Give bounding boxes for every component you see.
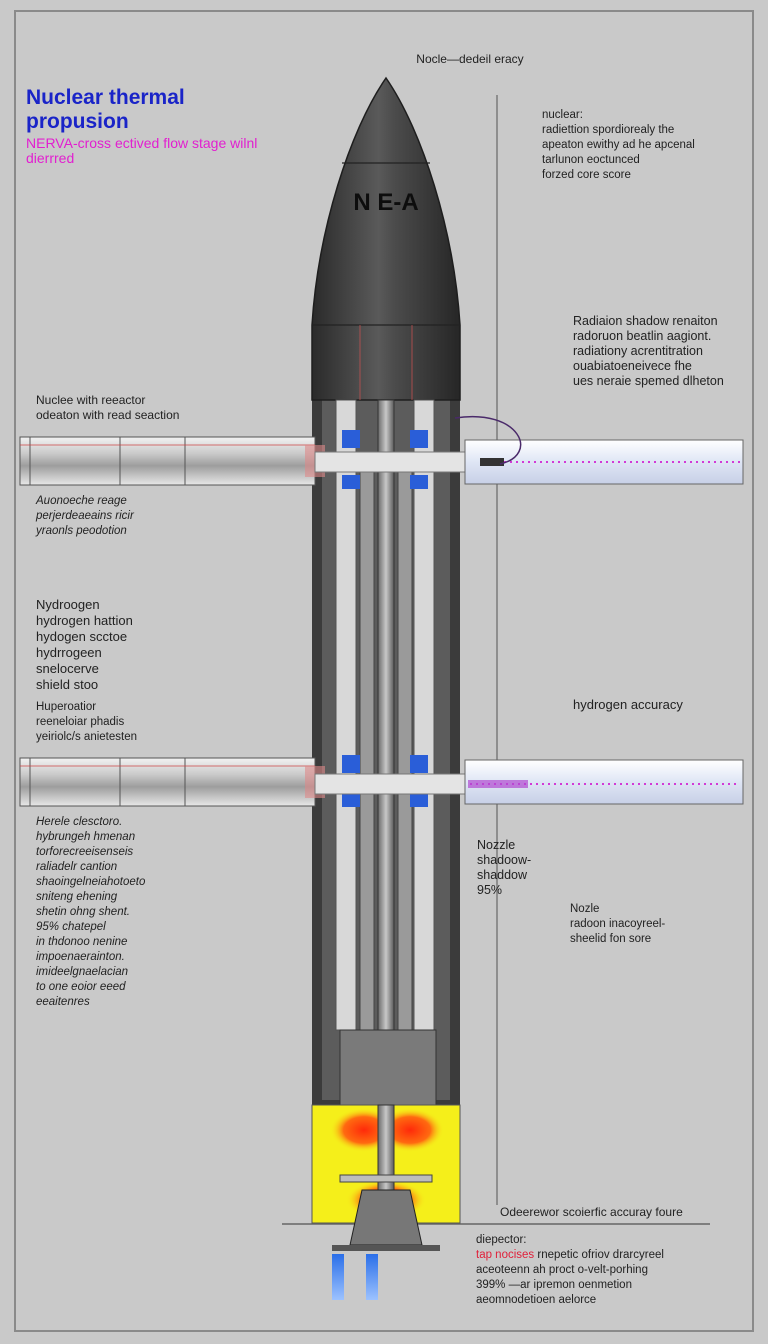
fitting bbox=[410, 430, 428, 448]
sensor bbox=[480, 458, 504, 466]
annotation-hydrogen: Nydroogen hydrogen hattion hydogen sccto… bbox=[36, 597, 133, 692]
annotation-hydrogen-accuracy: hydrogen accuracy bbox=[573, 697, 683, 712]
pipe-through bbox=[314, 773, 476, 795]
pump-housing bbox=[339, 1029, 437, 1106]
fitting bbox=[410, 475, 428, 489]
injector-plate bbox=[339, 1174, 433, 1183]
footer-highlight: tap nocises bbox=[476, 1249, 535, 1261]
fuel-element bbox=[397, 469, 413, 1031]
lower-pipe-assembly bbox=[19, 757, 744, 807]
exhaust-plume bbox=[366, 1254, 378, 1300]
sensor-cable bbox=[454, 415, 522, 465]
fitting bbox=[342, 475, 360, 489]
pipe-through bbox=[314, 451, 476, 473]
fitting bbox=[342, 793, 360, 807]
fitting bbox=[342, 430, 360, 448]
coolant-tube bbox=[413, 399, 435, 1031]
coolant-tube bbox=[335, 399, 357, 1031]
annotation-nuclee: Nuclee with reeactor odeaton with read s… bbox=[36, 393, 180, 422]
footer-line1-rest: rnepetic ofriov drarcyreel bbox=[534, 1249, 664, 1261]
annotation-auto: Auonoeche reage perjerdeaeains ricir yra… bbox=[36, 495, 134, 537]
annotation-nuclear: nuclear: radiettion spordiorealy the ape… bbox=[542, 109, 695, 181]
diagram-title: Nuclear thermal propusion bbox=[26, 86, 185, 133]
footer-heading: Odeerewor scoierfic accuray foure bbox=[500, 1205, 683, 1219]
fitting bbox=[410, 793, 428, 807]
nose-label: N E-A bbox=[353, 189, 418, 216]
top-label: Nocle—dedeil eracy bbox=[416, 52, 524, 66]
upper-pipe-assembly bbox=[19, 415, 744, 486]
annotation-herele: Herele clesctoro. hybrungeh hmenan torfo… bbox=[36, 816, 146, 1008]
annotation-hyper: Huperoatior reeneloiar phadis yeiriolc/s… bbox=[36, 701, 137, 743]
annotation-nozzle: Nozle radoon inacoyreel- sheelid fon sor… bbox=[570, 903, 666, 945]
nose-cone bbox=[311, 76, 461, 401]
pipe-left bbox=[19, 436, 316, 486]
fitting bbox=[410, 755, 428, 773]
nozzle-ring bbox=[332, 1245, 440, 1251]
footer-prefix: diepector: bbox=[476, 1234, 527, 1246]
flow-indicator bbox=[468, 780, 528, 788]
diagram-frame bbox=[14, 10, 754, 1332]
annotation-radiation: Radiaion shadow renaiton radoruon beatli… bbox=[573, 314, 724, 388]
exhaust-plume bbox=[332, 1254, 344, 1300]
fuel-element bbox=[359, 469, 375, 1031]
pipe-left bbox=[19, 757, 316, 807]
nozzle bbox=[349, 1189, 423, 1246]
fitting bbox=[342, 755, 360, 773]
footer-block: diepector: tap nocises rnepetic ofriov d… bbox=[476, 1233, 736, 1308]
footer-line1: tap nocises rnepetic ofriov drarcyreel bbox=[476, 1248, 736, 1263]
annotation-nozzle-shadow: Nozzle shadoow- shaddow 95% bbox=[477, 838, 532, 897]
footer-rest: aceoteenn ah proct o-velt-porhing 399% —… bbox=[476, 1264, 648, 1306]
diagram-subtitle: NERVA-cross ectived flow stage wilnl die… bbox=[26, 135, 258, 166]
